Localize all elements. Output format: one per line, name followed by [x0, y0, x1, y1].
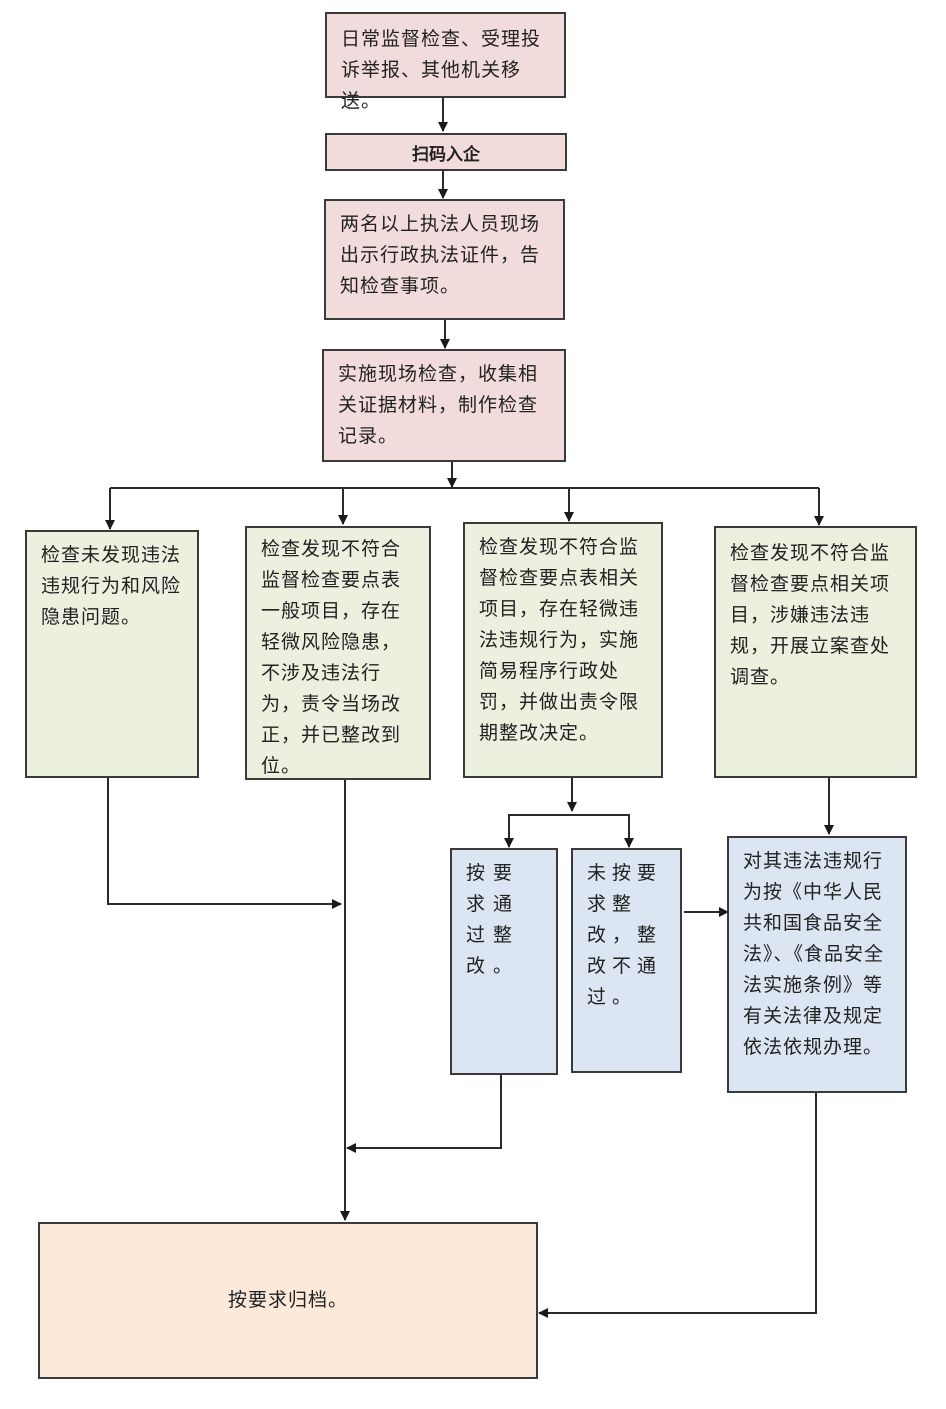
branch-minor-risk: 检查发现不符合监督检查要点表一般项目，存在轻微风险隐患，不涉及违法行为，责令当场…: [245, 526, 431, 780]
branch-suspected-violation-text: 检查发现不符合监督检查要点相关项目，涉嫌违法违规，开展立案查处调查。: [730, 542, 891, 688]
arrow-branch1-to-main: [107, 778, 342, 909]
outcome-rectified-text: 按要求通过整改。: [466, 862, 521, 977]
branch-minor-risk-text: 检查发现不符合监督检查要点表一般项目，存在轻微风险隐患，不涉及违法行为，责令当场…: [261, 538, 402, 777]
arrow-rectified-to-main: [346, 1074, 502, 1153]
step-inspect: 实施现场检查，收集相关证据材料，制作检查记录。: [322, 349, 566, 462]
step-scan-text: 扫码入企: [412, 144, 480, 165]
outcome-rectified: 按要求通过整改。: [450, 848, 558, 1075]
step-archive: 按要求归档。: [38, 1222, 538, 1379]
branch-no-violation: 检查未发现违法违规行为和风险隐患问题。: [25, 530, 199, 778]
step-present-id-text: 两名以上执法人员现场出示行政执法证件，告知检查事项。: [340, 213, 541, 297]
branch-minor-violation: 检查发现不符合监督检查要点表相关项目，存在轻微违法违规行为，实施简易程序行政处罚…: [463, 522, 663, 778]
outcome-not-rectified-text: 未按要求整改，整改不通过。: [587, 862, 663, 1008]
step-present-id: 两名以上执法人员现场出示行政执法证件，告知检查事项。: [324, 199, 565, 320]
arrow-legal-to-end: [538, 1092, 817, 1318]
branch-minor-violation-text: 检查发现不符合监督检查要点表相关项目，存在轻微违法违规行为，实施简易程序行政处罚…: [479, 536, 640, 744]
step-source: 日常监督检查、受理投诉举报、其他机关移送。: [325, 12, 566, 112]
step-archive-text: 按要求归档。: [227, 1289, 348, 1311]
outcome-not-rectified: 未按要求整改，整改不通过。: [571, 848, 682, 1073]
branch-suspected-violation: 检查发现不符合监督检查要点相关项目，涉嫌违法违规，开展立案查处调查。: [714, 526, 917, 778]
step-inspect-text: 实施现场检查，收集相关证据材料，制作检查记录。: [338, 363, 539, 447]
step-scan: 扫码入企: [325, 133, 567, 171]
outcome-legal-action-text: 对其违法违规行为按《中华人民共和国食品安全法》、《食品安全法实施条例》等有关法律…: [743, 850, 885, 1058]
branch-no-violation-text: 检查未发现违法违规行为和风险隐患问题。: [41, 544, 182, 628]
outcome-legal-action: 对其违法违规行为按《中华人民共和国食品安全法》、《食品安全法实施条例》等有关法律…: [727, 836, 907, 1093]
split-bar: [508, 814, 630, 845]
step-source-text: 日常监督检查、受理投诉举报、其他机关移送。: [341, 28, 542, 112]
